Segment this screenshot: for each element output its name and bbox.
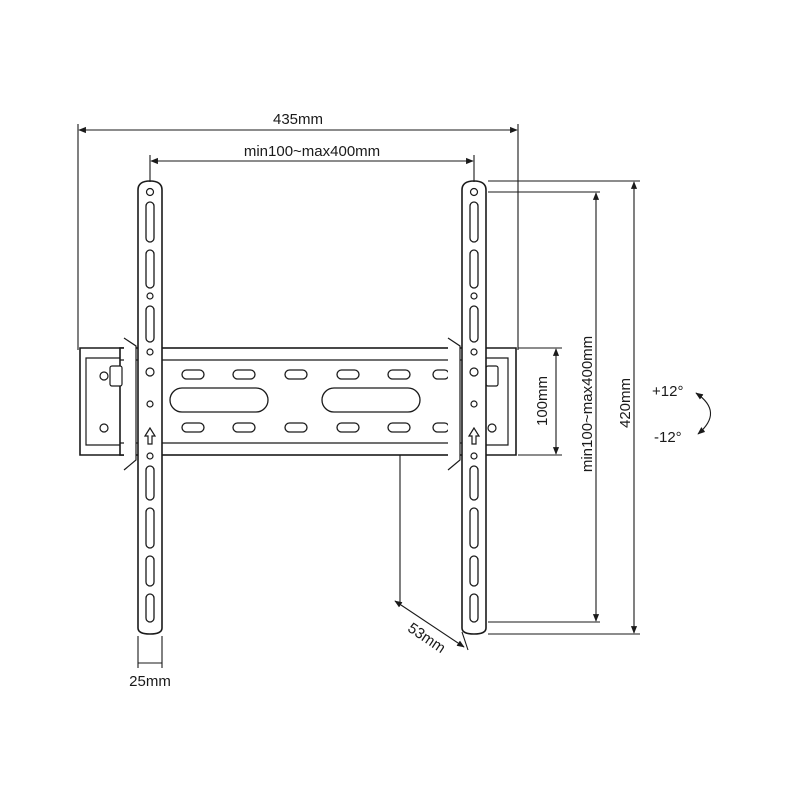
overall-height-label: 420mm: [617, 378, 634, 428]
dimension-vesa-width: min100~max400mm: [149, 143, 475, 182]
dimension-rail-height: 100mm: [518, 347, 562, 456]
dimension-vesa-height: min100~max400mm: [488, 191, 600, 623]
dimension-overall-height: 420mm: [488, 180, 640, 635]
right-arm: [447, 180, 487, 635]
dimension-arm-width: 25mm: [129, 636, 171, 690]
left-arm: [123, 180, 163, 635]
vesa-width-label: min100~max400mm: [244, 143, 380, 160]
rail-height-label: 100mm: [534, 376, 551, 426]
dimension-overall-width: 435mm: [77, 111, 519, 350]
tilt-down-label: -12°: [654, 429, 682, 446]
tilt-indicator: +12° -12°: [652, 383, 712, 446]
dimension-depth: 53mm: [394, 455, 469, 657]
vesa-height-label: min100~max400mm: [579, 336, 596, 472]
depth-label: 53mm: [404, 620, 448, 657]
overall-width-label: 435mm: [273, 111, 323, 128]
arm-width-label: 25mm: [129, 673, 171, 690]
tilt-up-label: +12°: [652, 383, 683, 400]
